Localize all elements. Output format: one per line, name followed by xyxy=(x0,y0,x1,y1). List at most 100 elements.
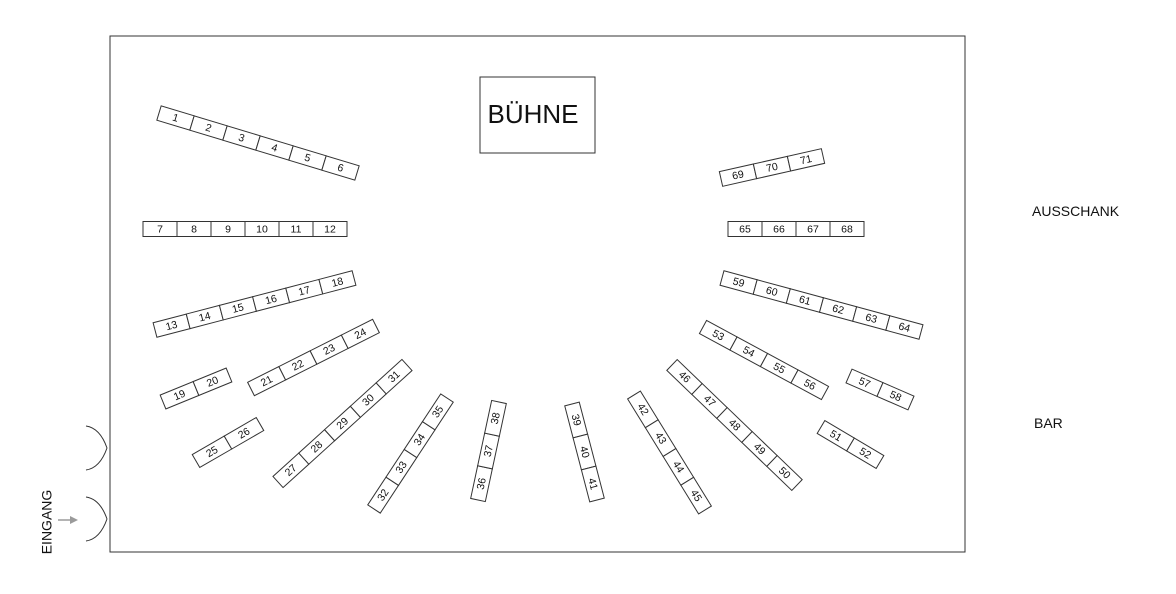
entrance-arrow-head xyxy=(70,516,78,524)
stage-label: BÜHNE xyxy=(487,99,578,129)
stage-box xyxy=(479,76,596,154)
seat-box[interactable] xyxy=(321,155,360,181)
seat-number: 6 xyxy=(336,162,345,175)
seat[interactable]: 47 xyxy=(691,382,728,420)
seat-box[interactable] xyxy=(845,437,885,470)
seat[interactable]: 31 xyxy=(375,358,413,395)
entrance-arrow xyxy=(58,516,78,524)
seat-number: 56 xyxy=(802,377,818,393)
seat-box[interactable] xyxy=(340,318,381,350)
seat[interactable]: 15 xyxy=(218,296,258,321)
seat-number: 60 xyxy=(764,284,779,299)
seat-box[interactable] xyxy=(484,399,507,437)
seat-number: 54 xyxy=(741,344,757,360)
seat[interactable]: 56 xyxy=(790,369,830,401)
seat-number: 22 xyxy=(290,358,306,374)
seat[interactable]: 45 xyxy=(680,476,713,515)
seat-box[interactable] xyxy=(318,270,357,295)
seat[interactable]: 12 xyxy=(312,221,348,237)
seat-box[interactable] xyxy=(766,454,803,492)
seat[interactable]: 51 xyxy=(816,419,856,452)
seat[interactable]: 49 xyxy=(741,430,778,468)
seat[interactable]: 46 xyxy=(666,358,703,396)
seat[interactable]: 25 xyxy=(191,435,233,469)
seat-number: 52 xyxy=(857,445,873,461)
seat[interactable]: 62 xyxy=(818,297,858,322)
seat[interactable]: 58 xyxy=(876,381,915,411)
seat[interactable]: 70 xyxy=(752,155,792,180)
stage: BÜHNE xyxy=(479,76,596,154)
seat-number: 21 xyxy=(259,373,275,389)
seat[interactable]: 50 xyxy=(766,454,803,492)
seat[interactable]: 14 xyxy=(185,304,224,330)
seat-number: 15 xyxy=(231,301,245,316)
seat-box[interactable] xyxy=(421,393,454,431)
seat[interactable]: 61 xyxy=(785,288,825,313)
seat[interactable]: 10 xyxy=(244,221,280,237)
seat[interactable]: 34 xyxy=(403,420,436,459)
seat-box[interactable] xyxy=(580,465,605,503)
seat[interactable]: 28 xyxy=(298,428,336,465)
seat[interactable]: 60 xyxy=(752,279,791,304)
seat-number: 25 xyxy=(204,444,220,460)
seat[interactable]: 24 xyxy=(340,318,381,350)
seat[interactable]: 18 xyxy=(318,270,357,295)
seat[interactable]: 67 xyxy=(795,221,831,237)
seat-box[interactable] xyxy=(885,315,924,340)
seat[interactable]: 36 xyxy=(470,465,493,503)
seat-box[interactable] xyxy=(786,148,826,172)
seat[interactable]: 6 xyxy=(321,155,360,181)
seat[interactable]: 69 xyxy=(718,163,758,187)
seat-number: 67 xyxy=(807,223,819,235)
seat[interactable]: 8 xyxy=(176,221,212,237)
seat-number: 68 xyxy=(841,223,853,235)
seat[interactable]: 38 xyxy=(484,399,507,437)
seat[interactable]: 37 xyxy=(477,432,500,470)
seat-number: 63 xyxy=(864,311,879,326)
seat-row: 59 60 61 62 63 64 xyxy=(719,270,924,340)
seat-box[interactable] xyxy=(876,381,915,411)
seat[interactable]: 41 xyxy=(580,465,605,503)
seat-box[interactable] xyxy=(312,221,348,237)
seat-box[interactable] xyxy=(223,416,265,450)
seat[interactable]: 35 xyxy=(421,393,454,431)
seat[interactable]: 64 xyxy=(885,315,924,340)
seat-number: 20 xyxy=(205,374,221,390)
seat[interactable]: 52 xyxy=(845,437,885,470)
seat[interactable]: 65 xyxy=(727,221,763,237)
seat[interactable]: 16 xyxy=(251,287,291,312)
seat[interactable]: 68 xyxy=(829,221,865,237)
door-upper-leaf-top xyxy=(85,425,108,449)
seat[interactable]: 71 xyxy=(786,148,826,172)
seat[interactable]: 48 xyxy=(716,406,753,444)
seat-number: 62 xyxy=(831,302,846,317)
seat[interactable]: 63 xyxy=(852,306,891,331)
seat[interactable]: 33 xyxy=(385,448,418,487)
seat[interactable]: 40 xyxy=(572,433,597,471)
seat-box[interactable] xyxy=(680,476,713,515)
seat[interactable]: 66 xyxy=(761,221,797,237)
seat-number: 58 xyxy=(888,389,904,405)
seat[interactable]: 13 xyxy=(152,313,191,338)
seat[interactable]: 9 xyxy=(210,221,246,237)
seat-box[interactable] xyxy=(790,369,830,401)
seat-number: 9 xyxy=(225,223,231,235)
seat[interactable]: 26 xyxy=(223,416,265,450)
seat[interactable]: 11 xyxy=(278,221,314,237)
seat[interactable]: 55 xyxy=(759,352,799,384)
seat[interactable]: 59 xyxy=(719,270,758,295)
seat-box[interactable] xyxy=(375,358,413,395)
seat-number: 69 xyxy=(731,168,745,182)
seat-box[interactable] xyxy=(829,221,865,237)
seat[interactable]: 20 xyxy=(192,367,233,397)
seat[interactable]: 29 xyxy=(323,405,362,442)
seat[interactable]: 7 xyxy=(142,221,178,237)
seat-box[interactable] xyxy=(192,367,233,397)
seat[interactable]: 23 xyxy=(309,334,349,365)
